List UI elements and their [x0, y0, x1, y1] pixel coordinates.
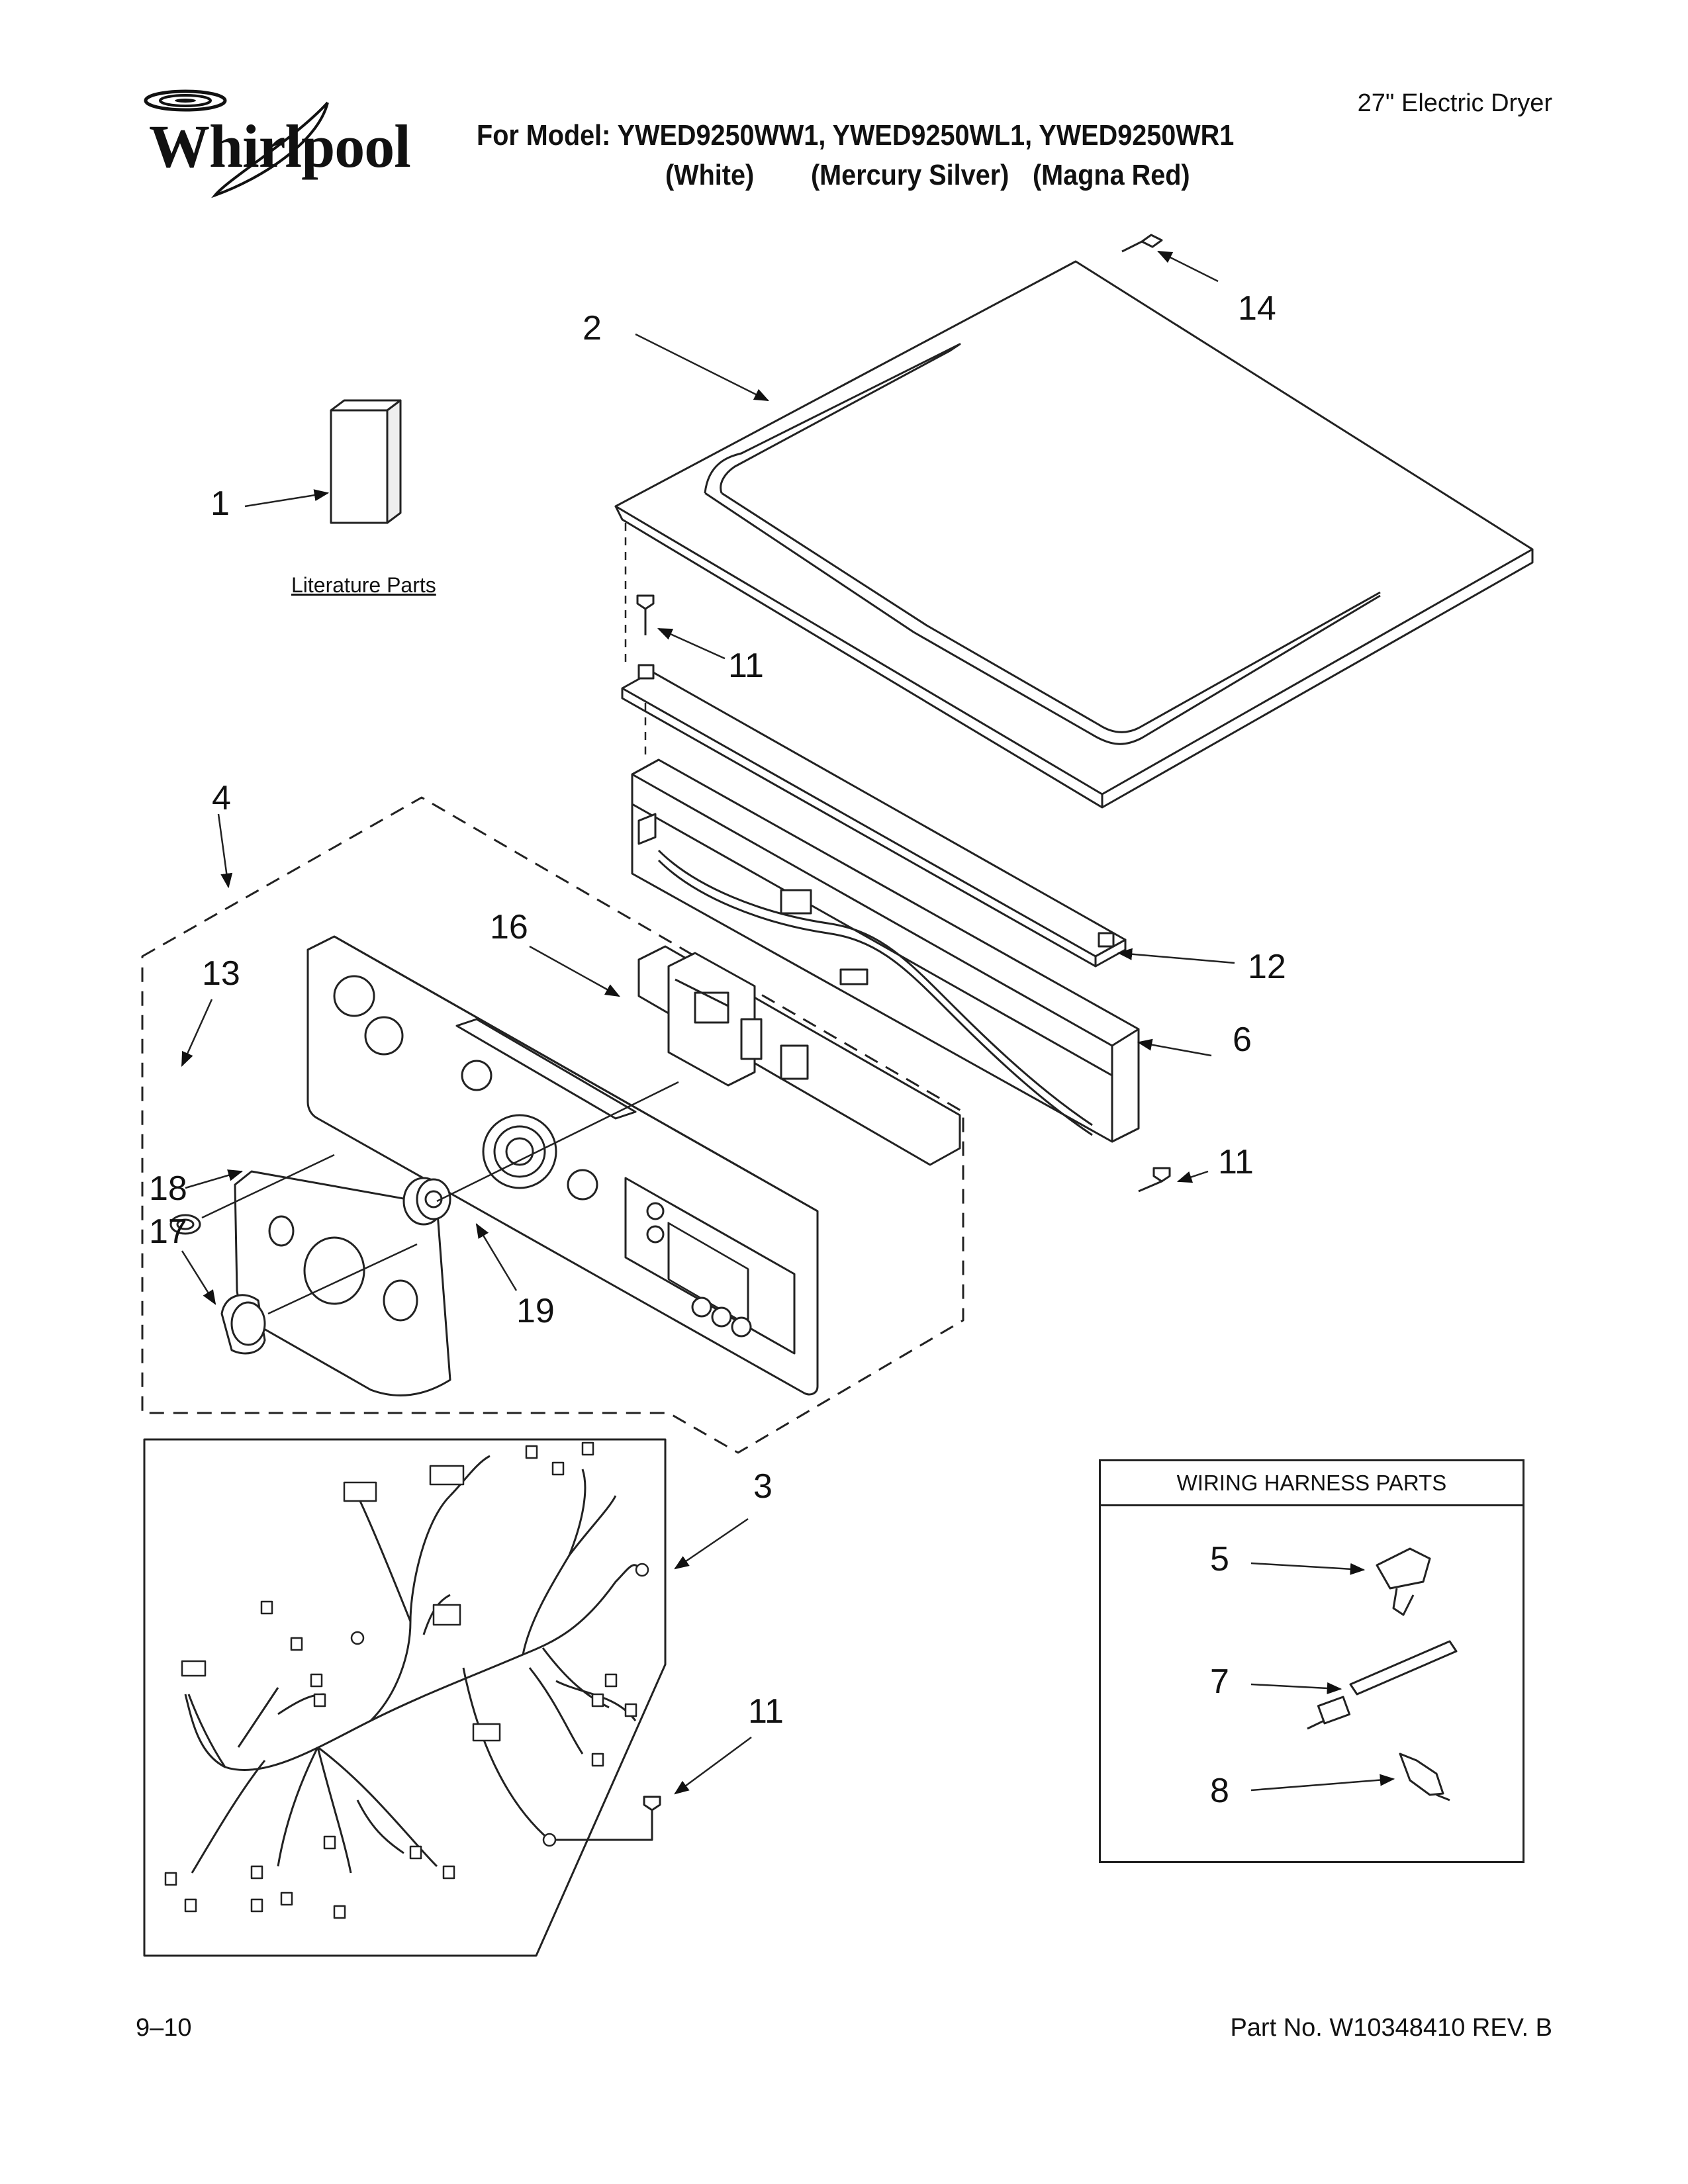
- callout-11-top: 11: [728, 647, 764, 685]
- callout-3: 3: [753, 1467, 773, 1506]
- led-lens: [169, 1214, 201, 1235]
- wiring-harness: [184, 1455, 653, 1874]
- control-board: [637, 945, 961, 1166]
- color-white: (White): [665, 159, 755, 191]
- callout-13: 13: [202, 954, 240, 993]
- color-mercury-silver: (Mercury Silver): [811, 159, 1009, 191]
- page-number: 9–10: [136, 2014, 192, 2042]
- console-rail: [621, 664, 1127, 968]
- callout-14: 14: [1238, 289, 1276, 328]
- callout-19: 19: [516, 1292, 555, 1330]
- callout-11-right: 11: [1218, 1143, 1254, 1181]
- terminal: [1399, 1752, 1450, 1801]
- knob: [220, 1294, 266, 1355]
- product-type: 27" Electric Dryer: [1357, 89, 1552, 117]
- callout-17: 17: [149, 1212, 187, 1251]
- harness-connectors: [164, 1441, 649, 1919]
- model-line: For Model: YWED9250WW1, YWED9250WL1, YWE…: [477, 119, 1235, 152]
- callout-12: 12: [1248, 948, 1286, 986]
- callout-8: 8: [1210, 1772, 1229, 1810]
- callout-5: 5: [1210, 1540, 1229, 1578]
- cable-tie: [1307, 1640, 1458, 1730]
- screws: [636, 234, 1171, 1837]
- whirlpool-logo: Whirlpool: [129, 79, 411, 205]
- literature-booklet: [330, 399, 402, 524]
- wiring-harness-parts-title: WIRING HARNESS PARTS: [1101, 1461, 1523, 1506]
- logo-wordmark: Whirlpool: [149, 113, 411, 180]
- encoder: [402, 1177, 451, 1226]
- callout-1: 1: [211, 484, 230, 523]
- console-frame: [631, 758, 1140, 1143]
- callout-2: 2: [583, 309, 602, 347]
- logo-swirl-icon: [144, 89, 329, 199]
- console-panel: [306, 935, 819, 1396]
- part-number: Part No. W10348410 REV. B: [1230, 2014, 1552, 2042]
- color-magna-red: (Magna Red): [1033, 159, 1190, 191]
- harness-clip: [1376, 1547, 1431, 1616]
- callout-7: 7: [1210, 1662, 1229, 1701]
- callout-4: 4: [212, 779, 231, 817]
- top-panel: [614, 260, 1534, 809]
- literature-parts-label: Literature Parts: [291, 573, 436, 597]
- wiring-harness-parts-box: WIRING HARNESS PARTS: [1099, 1459, 1524, 1863]
- callout-18: 18: [149, 1169, 187, 1208]
- callout-11-bottom: 11: [748, 1692, 784, 1731]
- callout-6: 6: [1233, 1021, 1252, 1059]
- callout-16: 16: [490, 908, 528, 946]
